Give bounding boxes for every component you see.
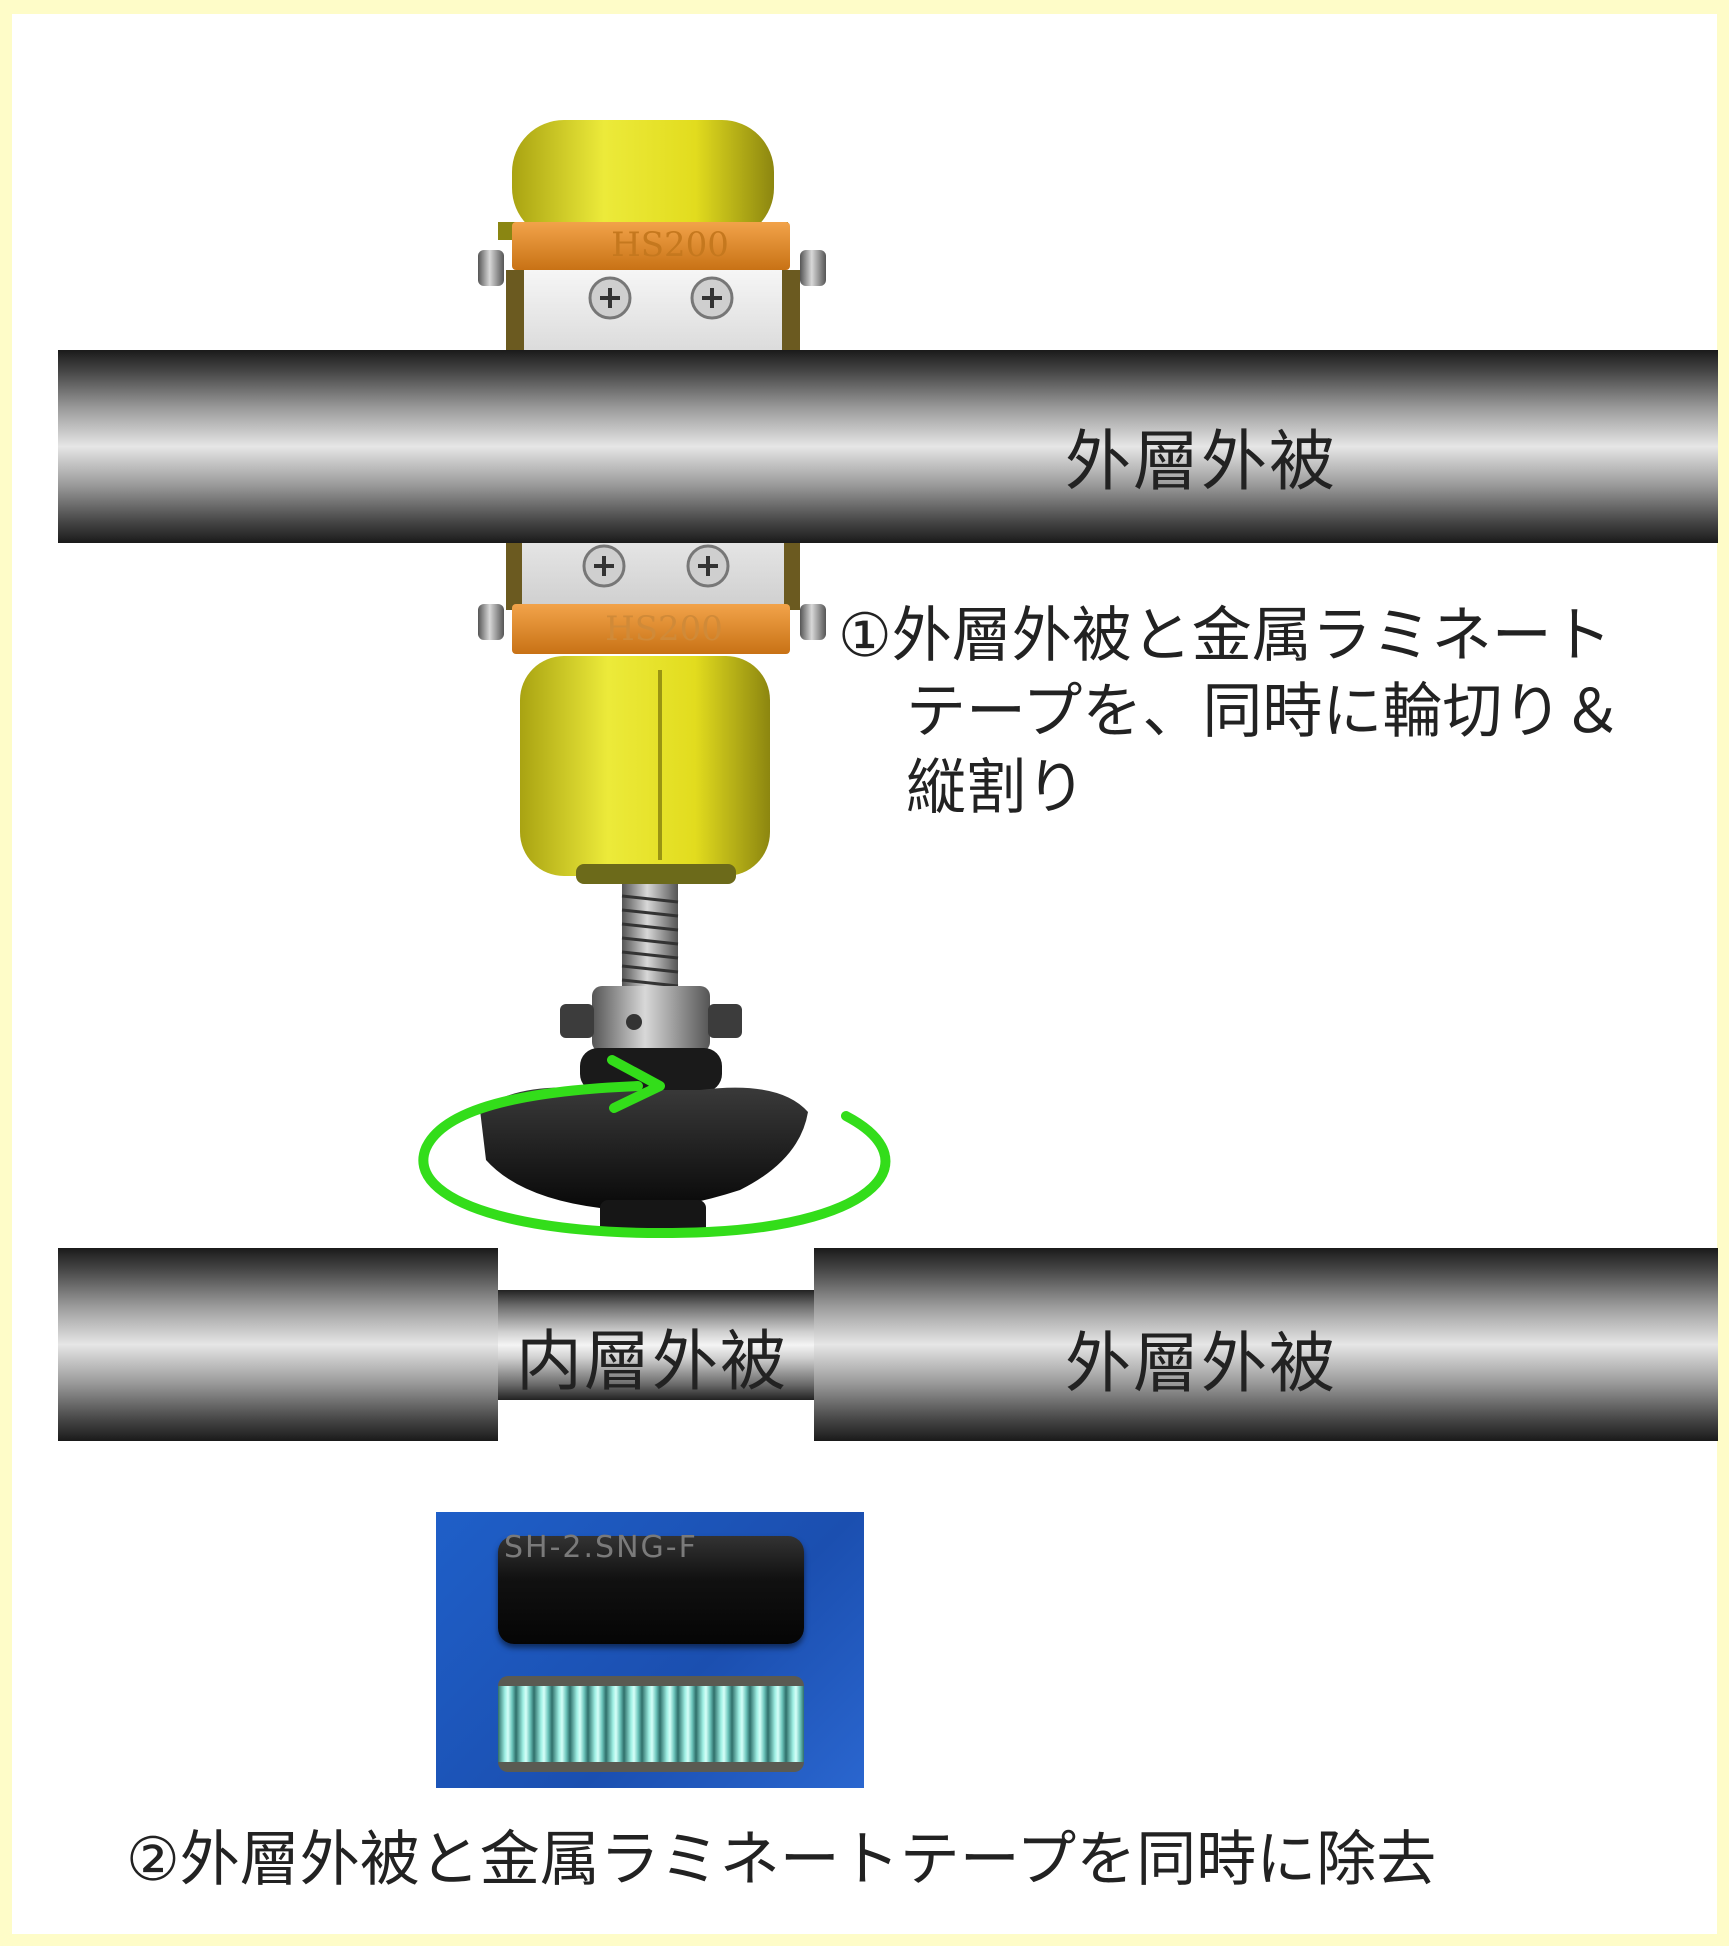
inner-sheath-label: 内層外被 [516,1323,788,1400]
rotation-arrow [418,1081,891,1238]
lower-orange-band [512,604,790,654]
outer-sheath-top-label: 外層外被 [1065,423,1337,500]
upper-brand-text: HS200 [611,225,729,265]
collar [592,986,710,1052]
outer-sheath-top-cable [58,350,1718,543]
removed-outer-sheath-piece: SH-2.SNG-F [498,1530,804,1644]
step-1-line-2: テープを、同時に輪切り＆ [906,677,1623,747]
collar-left-nut [560,1004,594,1038]
step-1-line-1: ①外層外被と金属ラミネート [838,601,1612,671]
outer-sheath-left-segment [58,1248,498,1441]
inner-sheath-cable [498,1290,814,1400]
step-2-text: ②外層外被と金属ラミネートテープを同時に除去 [126,1825,1437,1895]
removed-sheath-sample: SH-2.SNG-F [436,1512,864,1788]
outer-sheath-bottom-label: 外層外被 [1065,1325,1337,1402]
lower-right-bolt [800,604,826,640]
outer-sheath-top-cable-overlay [500,350,800,543]
lower-left-bolt [478,604,504,640]
upper-left-bolt [478,250,504,286]
step-1-line-3: 縦割り [906,753,1086,823]
removed-metal-laminate-tape [498,1676,804,1772]
diagram-frame [12,14,1717,1934]
collar-right-nut [708,1004,742,1038]
step-1-text: ①外層外被と金属ラミネート テープを、同時に輪切り＆ 縦割り [838,598,1622,826]
lower-yellow-body [520,656,770,876]
lower-brand-text: HS200 [605,609,723,649]
sheath-print-text: SH-2.SNG-F [504,1530,698,1564]
black-knob [480,1087,808,1210]
upper-right-bolt [800,250,826,286]
upper-orange-band [512,222,790,270]
outer-sheath-right-segment [814,1248,1718,1441]
upper-yellow-cap [512,120,774,240]
